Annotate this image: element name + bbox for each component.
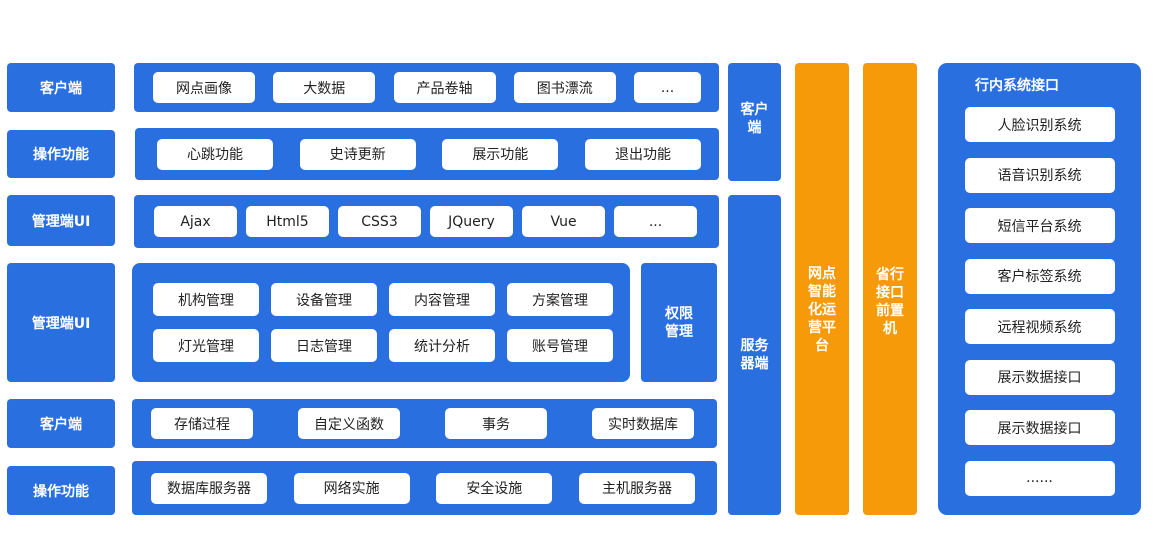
interface-item: 展示数据接口 [964, 410, 1115, 445]
interface-item: 短信平台系统 [964, 208, 1115, 243]
row-label-client-2: 客户端 [7, 399, 115, 448]
item: Ajax [154, 206, 237, 237]
item: 图书漂流 [513, 72, 616, 103]
interface-item: 语音识别系统 [964, 157, 1115, 193]
row-label-operation-2: 操作功能 [7, 466, 115, 515]
client-panel: 网点画像 大数据 产品卷轴 图书漂流 ... [134, 63, 719, 112]
item: ... [614, 206, 697, 237]
item: 实时数据库 [592, 408, 694, 439]
interface-frontend-column: 省行 接口 前置 机 [863, 63, 917, 515]
item: 展示功能 [442, 138, 559, 170]
item: Html5 [246, 206, 329, 237]
infrastructure-panel: 数据库服务器 网络实施 安全设施 主机服务器 [132, 461, 717, 515]
item: CSS3 [338, 206, 421, 237]
item: 事务 [445, 408, 547, 439]
management-panel: 机构管理 设备管理 内容管理 方案管理 灯光管理 日志管理 统计分析 账号管理 [132, 263, 630, 382]
row-label-client: 客户端 [7, 63, 115, 112]
item: 网络实施 [293, 472, 410, 504]
row-label-operation: 操作功能 [7, 130, 115, 178]
item: ... [634, 72, 701, 103]
item: 史诗更新 [299, 138, 416, 170]
interface-item: 展示数据接口 [964, 359, 1115, 395]
item: 账号管理 [507, 329, 613, 362]
item: 方案管理 [507, 283, 613, 316]
interface-title: 行内系统接口 [975, 78, 1059, 94]
interface-item: 远程视频系统 [964, 309, 1115, 344]
item: 机构管理 [153, 283, 259, 316]
row-label-admin-ui-2: 管理端UI [7, 263, 115, 382]
item: 网点画像 [153, 72, 255, 103]
item: 灯光管理 [153, 329, 259, 362]
item: 存储过程 [151, 408, 253, 439]
admin-ui-panel: Ajax Html5 CSS3 JQuery Vue ... [134, 195, 719, 248]
database-panel: 存储过程 自定义函数 事务 实时数据库 [132, 399, 717, 448]
item: 安全设施 [436, 472, 553, 504]
item: JQuery [430, 206, 513, 237]
item: 产品卷轴 [393, 72, 496, 103]
item: Vue [522, 206, 605, 237]
interface-item: ...... [964, 460, 1115, 496]
item: 主机服务器 [578, 472, 695, 504]
operation-panel: 心跳功能 史诗更新 展示功能 退出功能 [135, 128, 719, 180]
item: 心跳功能 [157, 138, 273, 170]
item: 大数据 [273, 72, 376, 103]
item: 退出功能 [584, 138, 701, 170]
item: 内容管理 [389, 283, 495, 316]
server-column: 服务 器端 [728, 195, 781, 515]
interface-item: 客户标签系统 [964, 258, 1115, 294]
bank-interface-panel: 行内系统接口 人脸识别系统 语音识别系统 短信平台系统 客户标签系统 远程视频系… [938, 63, 1141, 515]
item: 日志管理 [271, 329, 377, 362]
operation-platform-column: 网点 智能 化运 营平 台 [795, 63, 849, 515]
row-label-admin-ui: 管理端UI [7, 195, 115, 246]
item: 统计分析 [389, 329, 495, 362]
item: 设备管理 [271, 283, 377, 316]
client-column: 客户 端 [728, 63, 781, 181]
interface-item: 人脸识别系统 [964, 107, 1115, 142]
item: 自定义函数 [298, 408, 400, 439]
item: 数据库服务器 [151, 472, 267, 504]
permission-management: 权限 管理 [641, 263, 717, 382]
